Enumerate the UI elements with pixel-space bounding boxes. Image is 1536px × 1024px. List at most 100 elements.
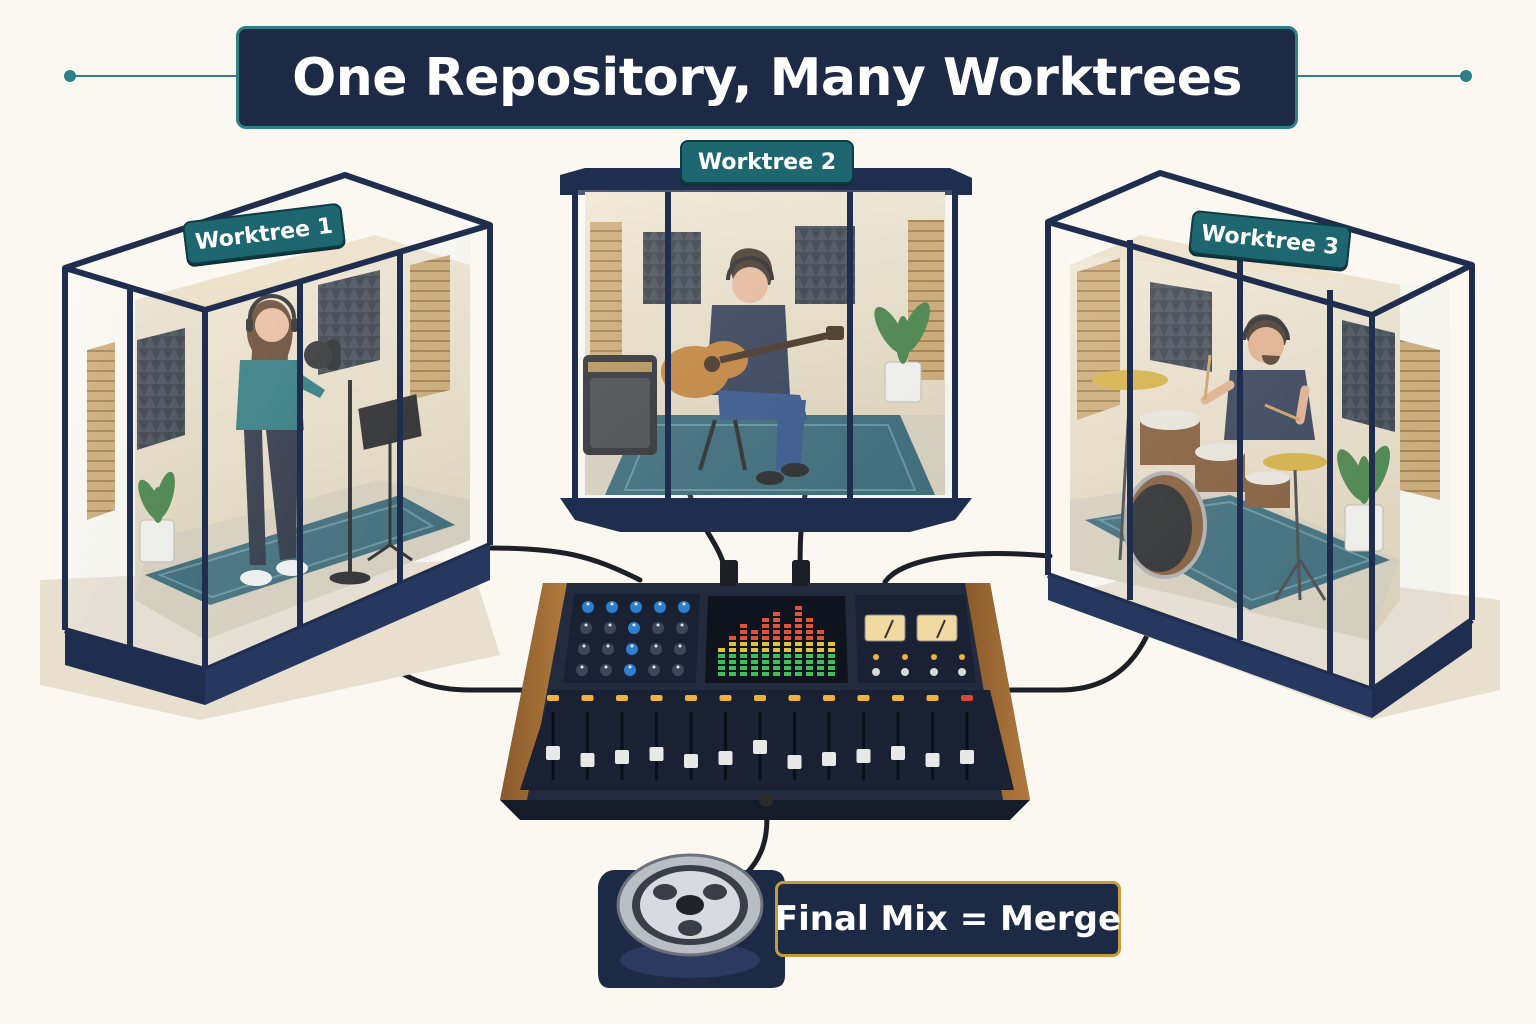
knob (582, 601, 594, 613)
meter-segment (740, 648, 747, 652)
meter-segment (817, 666, 824, 670)
meter-segment (762, 654, 769, 658)
fader-cap (856, 749, 871, 763)
fader-cap (787, 755, 802, 769)
knob (578, 643, 590, 655)
booth-3 (1045, 170, 1500, 720)
meter-segment (740, 672, 747, 676)
meter-segment (795, 666, 802, 670)
knob (606, 601, 618, 613)
mixing-console (500, 560, 1030, 820)
meter-segment (729, 654, 736, 658)
meter-segment (784, 654, 791, 658)
meter-segment (795, 612, 802, 616)
meter-segment (762, 636, 769, 640)
meter-segment (718, 666, 725, 670)
fader-cap (649, 747, 664, 761)
knob (652, 622, 664, 634)
knob (676, 622, 688, 634)
meter-segment (740, 660, 747, 664)
worktree-2-label: Worktree 2 (680, 140, 854, 184)
meter-segment (762, 648, 769, 652)
meter-segment (773, 666, 780, 670)
meter-segment (773, 672, 780, 676)
meter-segment (806, 636, 813, 640)
knob (672, 664, 684, 676)
meter-segment (784, 624, 791, 628)
meter-segment (795, 648, 802, 652)
knob (624, 664, 636, 676)
meter-segment (828, 654, 835, 658)
meter-segment (762, 666, 769, 670)
meter-segment (729, 648, 736, 652)
meter-segment (795, 606, 802, 610)
meter-segment (773, 648, 780, 652)
fader-cap (925, 753, 940, 767)
knob (628, 622, 640, 634)
meter-segment (729, 666, 736, 670)
knob (650, 643, 662, 655)
meter-segment (729, 672, 736, 676)
meter-segment (762, 618, 769, 622)
meter-segment (762, 642, 769, 646)
meter-segment (817, 642, 824, 646)
meter-segment (817, 636, 824, 640)
meter-segment (729, 636, 736, 640)
meter-segment (806, 630, 813, 634)
meter-segment (828, 648, 835, 652)
meter-segment (795, 630, 802, 634)
meter-segment (806, 648, 813, 652)
meter-segment (751, 660, 758, 664)
knob (580, 622, 592, 634)
final-mix-label: Final Mix = Merge (775, 881, 1121, 957)
meter-segment (806, 624, 813, 628)
title-dot-right (1460, 70, 1472, 82)
meter-segment (795, 636, 802, 640)
meter-segment (751, 630, 758, 634)
meter-segment (806, 660, 813, 664)
knob (600, 664, 612, 676)
meter-segment (751, 654, 758, 658)
meter-segment (773, 630, 780, 634)
meter-segment (806, 618, 813, 622)
vu-meter-left-icon (864, 614, 906, 642)
meter-segment (751, 636, 758, 640)
knob (654, 601, 666, 613)
meter-segment (828, 642, 835, 646)
meter-segment (795, 618, 802, 622)
meter-segment (806, 666, 813, 670)
knob (604, 622, 616, 634)
booth-1 (40, 172, 500, 720)
meter-segment (751, 672, 758, 676)
meter-segment (740, 642, 747, 646)
meter-segment (773, 660, 780, 664)
channel-button (581, 695, 594, 701)
page-title: One Repository, Many Worktrees (292, 47, 1242, 108)
fader-cap (615, 750, 629, 764)
meter-segment (784, 672, 791, 676)
meter-segment (817, 648, 824, 652)
meter-segment (795, 672, 802, 676)
channel-button (857, 695, 870, 701)
fader-cap (718, 751, 733, 765)
channel-button (892, 695, 904, 701)
meter-segment (817, 630, 824, 634)
meter-segment (806, 654, 813, 658)
channel-button (719, 695, 732, 701)
meter-segment (751, 666, 758, 670)
meter-segment (817, 654, 824, 658)
meter-segment (773, 618, 780, 622)
meter-segment (784, 648, 791, 652)
meter-segment (795, 624, 802, 628)
meter-segment (773, 636, 780, 640)
meter-segment (773, 654, 780, 658)
meter-segment (784, 660, 791, 664)
knob (678, 601, 690, 613)
meter-segment (806, 642, 813, 646)
fader-cap (891, 746, 905, 760)
meter-segment (740, 636, 747, 640)
meter-segment (751, 648, 758, 652)
meter-segment (729, 660, 736, 664)
meter-segment (740, 624, 747, 628)
